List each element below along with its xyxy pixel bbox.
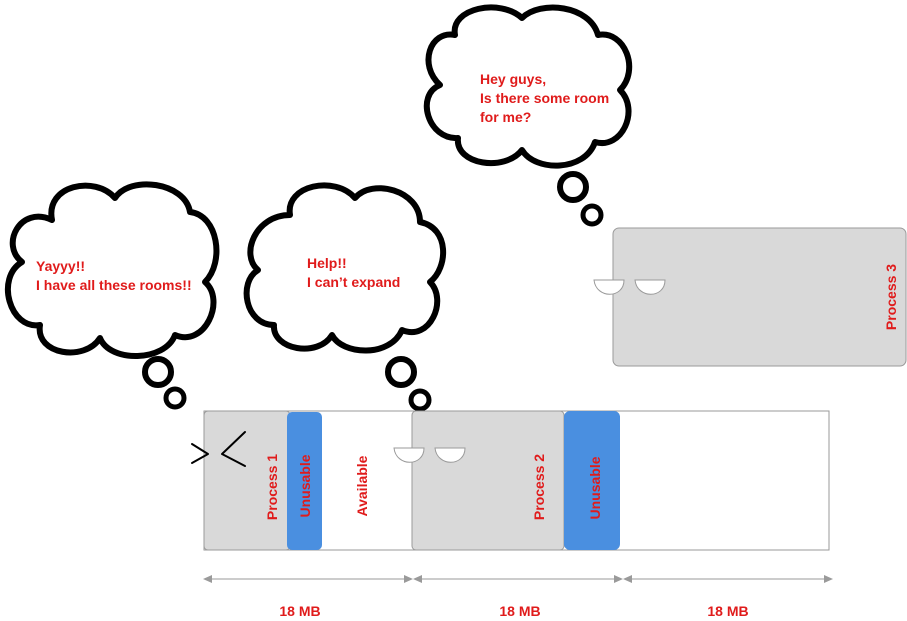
bubble-text-process2: Help!! I can’t expand <box>307 255 400 290</box>
process1-block: Process 1 <box>203 410 291 551</box>
cloud-shape <box>243 182 446 354</box>
process3-block: Process 3 <box>612 227 907 367</box>
thought-dot-large <box>557 171 589 203</box>
process1-label: Process 1 <box>264 454 280 520</box>
process3-label: Process 3 <box>883 264 899 330</box>
bubble-line: Is there some room <box>480 90 609 106</box>
bubble-line: for me? <box>480 109 531 125</box>
eye-icon <box>434 447 466 463</box>
available-label: Available <box>354 455 370 516</box>
bubble-line: Yayyy!! <box>36 258 85 274</box>
size-label-1: 18 MB <box>279 603 320 619</box>
thought-bubble-process2: Help!! I can’t expand <box>243 182 446 412</box>
memory-strip: Process 1 Unusable Available Process 2 U… <box>203 410 830 551</box>
eyes-process1 <box>191 431 246 467</box>
cloud-shape <box>4 181 220 359</box>
unusable-block-2: Unusable <box>564 411 620 550</box>
thought-bubble-process1: Yayyy!! I have all these rooms!! <box>4 181 220 410</box>
eye-icon <box>221 431 246 467</box>
thought-dot-large <box>385 356 417 388</box>
size-label-3: 18 MB <box>707 603 748 619</box>
thought-bubble-process3: Hey guys, Is there some room for me? <box>423 4 633 227</box>
bubble-line: I have all these rooms!! <box>36 277 192 293</box>
bubble-line: I can’t expand <box>307 274 400 290</box>
process2-block: Process 2 <box>411 410 565 551</box>
size-label-2: 18 MB <box>499 603 540 619</box>
bubble-text-process1: Yayyy!! I have all these rooms!! <box>36 258 192 293</box>
process2-label: Process 2 <box>531 454 547 520</box>
eye-icon <box>191 443 209 464</box>
eye-icon <box>593 279 625 295</box>
eye-icon <box>393 447 425 463</box>
eyes-process2 <box>393 447 466 463</box>
bubble-line: Hey guys, <box>480 71 546 87</box>
thought-dot-large <box>142 356 174 388</box>
thought-dot-small <box>580 203 604 227</box>
bubble-line: Help!! <box>307 255 347 271</box>
eyes-process3 <box>593 279 666 295</box>
thought-dot-small <box>408 388 432 412</box>
bubble-text-process3: Hey guys, Is there some room for me? <box>480 71 613 125</box>
unusable-label-2: Unusable <box>587 456 603 519</box>
thought-dot-small <box>163 386 187 410</box>
cloud-shape <box>423 4 633 169</box>
unusable-block-1: Unusable <box>287 412 322 550</box>
unusable-label-1: Unusable <box>297 454 313 517</box>
eye-icon <box>634 279 666 295</box>
